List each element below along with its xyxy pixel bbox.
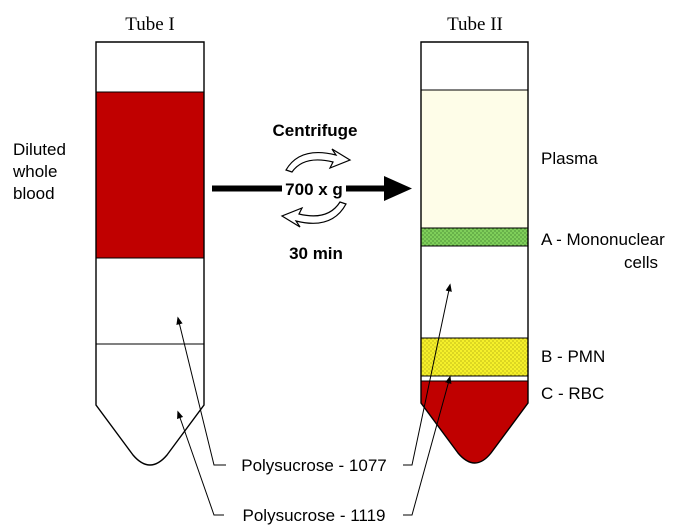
- tube-2-title: Tube II: [447, 14, 503, 35]
- tube-1-outline: [95, 41, 205, 466]
- centrifuge-speed: 700 x g: [285, 180, 343, 199]
- tube-1: Tube I: [95, 14, 205, 466]
- label-mononuclear-line1: A - Mononuclear: [541, 230, 665, 249]
- tube-2: Tube II: [420, 14, 529, 464]
- shaft-left: [212, 185, 282, 192]
- leader-1119-tube2: [403, 375, 452, 516]
- label-pmn: B - PMN: [541, 347, 605, 366]
- label-rbc: C - RBC: [541, 384, 604, 403]
- leader-1119-tube1: [177, 410, 224, 516]
- centrifuge-step: Centrifuge 700 x g 30 min: [212, 121, 412, 263]
- rotation-arrow-bottom-icon: [280, 201, 347, 228]
- sample-label-line2: whole: [12, 162, 57, 181]
- label-plasma: Plasma: [541, 149, 598, 168]
- leader-1077-tube2: [403, 283, 452, 466]
- leader-lines: [176, 283, 452, 516]
- layer-labels: Plasma A - Mononuclear cells B - PMN C -…: [541, 149, 665, 403]
- tube-2-outline: [420, 41, 529, 464]
- rotation-arrow-top-icon: [285, 148, 352, 173]
- label-polysucrose-1077: Polysucrose - 1077: [241, 456, 387, 475]
- label-mononuclear-line2: cells: [624, 253, 658, 272]
- tube-2-pmn-layer: [421, 338, 528, 376]
- big-arrow-head-icon: [384, 176, 412, 201]
- tube-2-rbc-layer: [421, 381, 528, 463]
- label-polysucrose-1119: Polysucrose - 1119: [243, 506, 386, 525]
- media-labels: Polysucrose - 1077 Polysucrose - 1119: [241, 456, 387, 525]
- tube-2-mononuclear-layer: [421, 228, 528, 246]
- sample-label-line3: blood: [13, 184, 55, 203]
- leader-1077-tube1: [176, 316, 226, 466]
- shaft-right: [346, 185, 386, 192]
- centrifuge-label: Centrifuge: [273, 121, 358, 140]
- sample-label: Diluted whole blood: [12, 140, 66, 203]
- tube-1-blood-layer: [96, 92, 204, 258]
- sample-label-line1: Diluted: [13, 140, 66, 159]
- tube-2-plasma-layer: [421, 90, 528, 228]
- centrifuge-time: 30 min: [289, 244, 343, 263]
- tube-1-title: Tube I: [125, 14, 174, 35]
